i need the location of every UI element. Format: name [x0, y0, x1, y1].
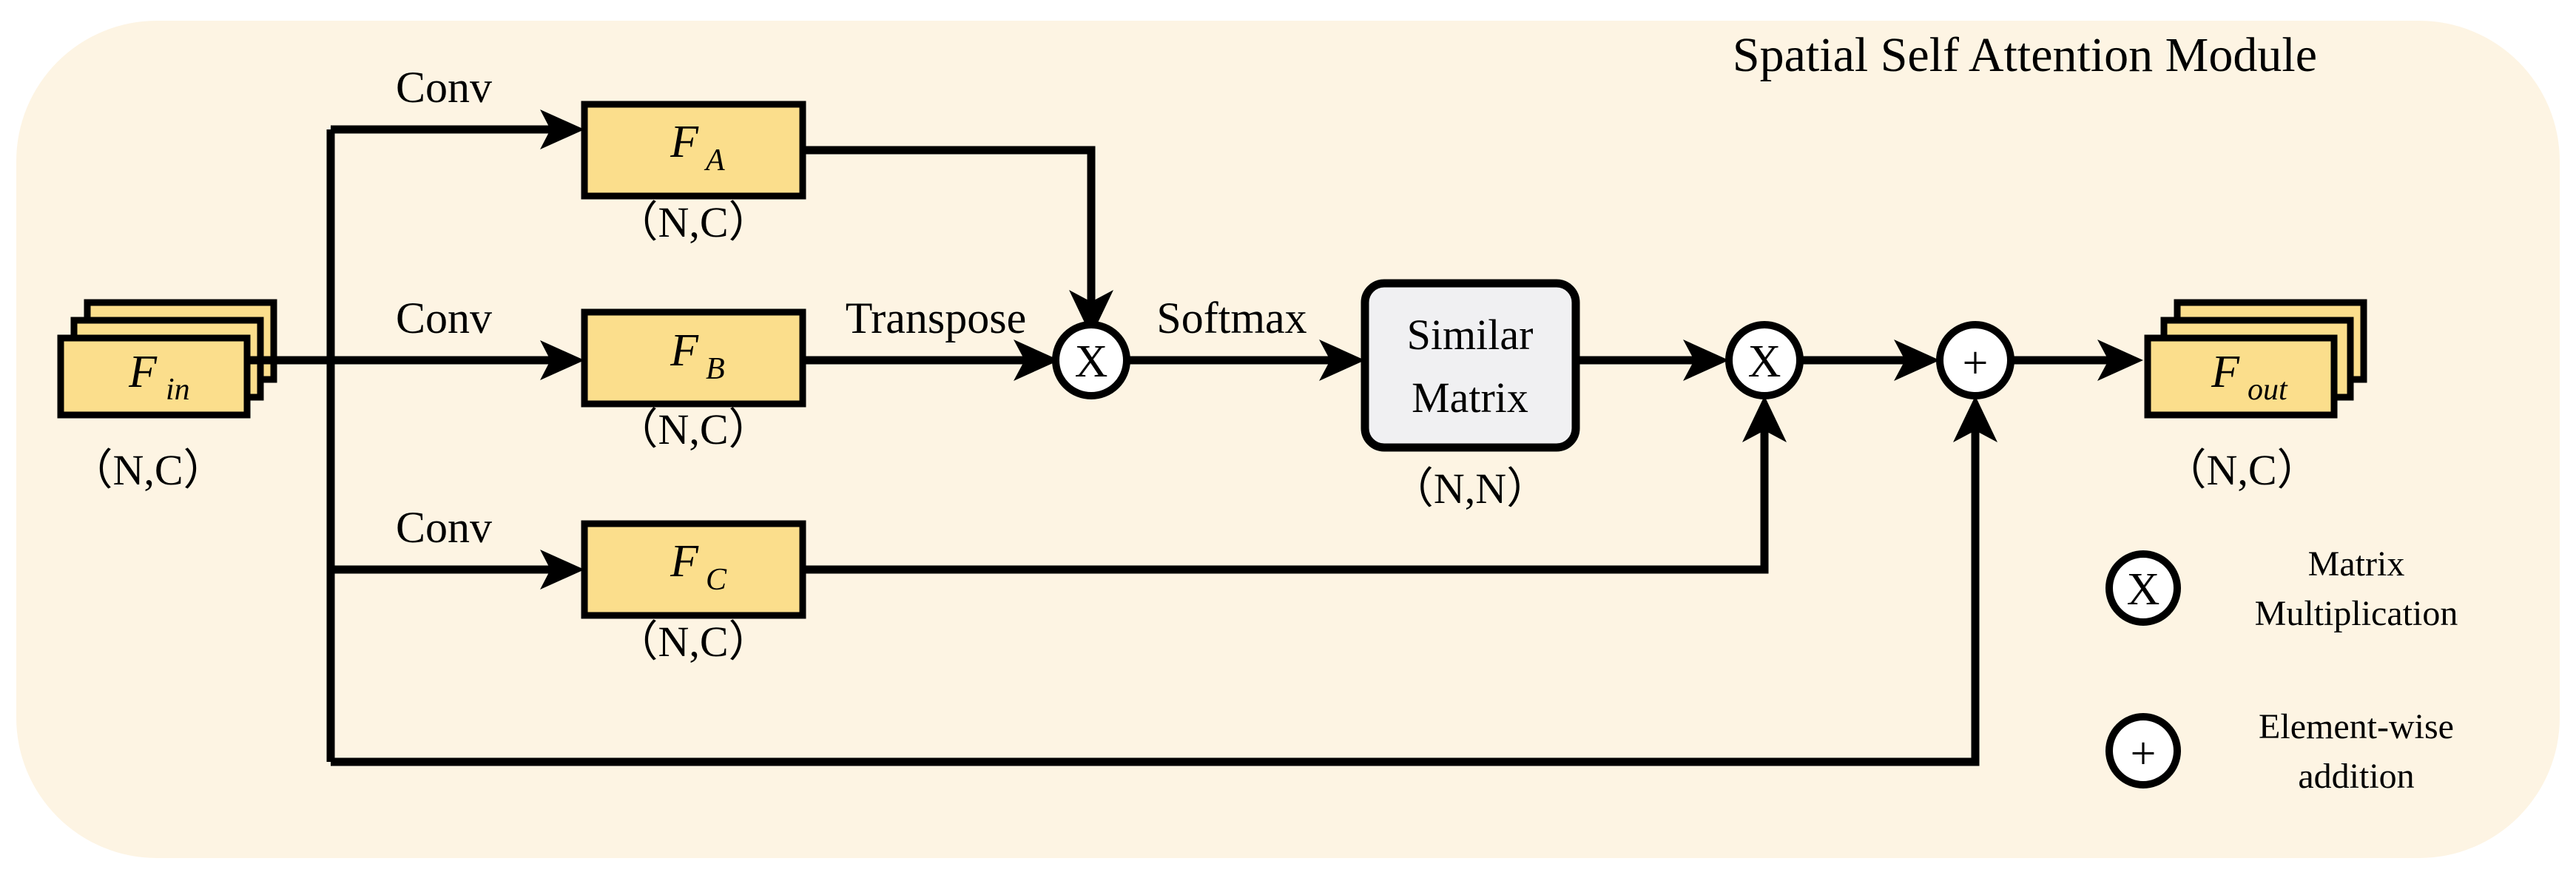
- output-feature-stack: F out: [2144, 299, 2367, 419]
- wire-fc-to-mul2: [803, 419, 1769, 574]
- mul2-symbol: X: [1748, 337, 1781, 387]
- conv-label-b: Conv: [396, 294, 492, 342]
- legend-add-line2: addition: [2298, 757, 2414, 796]
- wire-residual: [331, 419, 1980, 766]
- arrowhead-into-matrix: [1319, 340, 1365, 381]
- conv-label-a: Conv: [396, 63, 492, 112]
- matrix-multiply-node-2: X: [1725, 321, 1804, 399]
- input-feature-stack: F in: [57, 299, 277, 419]
- output-shape-label: （N,C）: [2163, 446, 2319, 494]
- fc-box: [581, 520, 806, 619]
- arrowhead-to-fc: [540, 550, 584, 590]
- fc-label: F: [670, 536, 699, 587]
- legend-add-line1: Element-wise: [2259, 707, 2454, 746]
- page-title: Spatial Self Attention Module: [1733, 28, 2317, 82]
- legend-add-circle: [2105, 713, 2181, 788]
- fc-shape-label: （N,C）: [615, 618, 771, 666]
- fb-label: F: [670, 325, 699, 376]
- arrowhead-fc-into-mul2: [1742, 396, 1787, 442]
- elementwise-add-node: +: [1936, 321, 2014, 399]
- arrowhead-fa-into-mul1: [1069, 290, 1113, 337]
- fb-label-subscript: B: [706, 352, 725, 386]
- input-shape-label: （N,C）: [70, 446, 226, 494]
- fa-shape-label: （N,C）: [615, 198, 771, 246]
- arrowhead-to-fb: [540, 340, 584, 380]
- legend-mul-symbol: X: [2127, 564, 2160, 615]
- arrowhead-residual-into-add: [1953, 396, 1997, 442]
- arrowhead-fb-into-mul1: [1014, 340, 1059, 381]
- arrowhead-into-output: [2097, 340, 2143, 381]
- fa-label-subscript: A: [704, 143, 725, 178]
- mul1-symbol: X: [1075, 337, 1108, 387]
- input-label: F: [128, 347, 158, 397]
- arrowhead-to-fa: [540, 109, 584, 149]
- fb-shape-label: （N,C）: [615, 405, 771, 453]
- wire-fa-to-mul1: [803, 146, 1096, 314]
- softmax-label: Softmax: [1156, 294, 1306, 342]
- legend-item-elementwise-addition: + Element-wise addition: [2105, 707, 2454, 796]
- arrowhead-into-add: [1894, 340, 1940, 381]
- legend-item-matrix-multiplication: X Matrix Multiplication: [2105, 544, 2458, 633]
- add-symbol: +: [1963, 338, 1989, 388]
- module-panel: [16, 21, 2560, 858]
- output-label-subscript: out: [2248, 373, 2288, 407]
- input-stack-layer-1: [57, 334, 251, 419]
- similar-matrix-box: [1361, 279, 1580, 452]
- arrowhead-into-mul2: [1683, 340, 1729, 381]
- fa-box: [581, 101, 806, 200]
- fa-label: F: [670, 117, 699, 167]
- matrix-multiply-node-1: X: [1052, 321, 1130, 399]
- legend-mul-line2: Multiplication: [2255, 594, 2458, 633]
- fc-label-subscript: C: [706, 563, 727, 597]
- legend-mul-circle: [2105, 550, 2181, 626]
- similar-matrix-shape-label: （N,N）: [1391, 465, 1549, 513]
- output-stack-layer-1: [2144, 334, 2338, 419]
- legend-add-symbol: +: [2131, 729, 2157, 779]
- transpose-label: Transpose: [846, 294, 1026, 342]
- legend-mul-line1: Matrix: [2308, 544, 2405, 584]
- conv-label-c: Conv: [396, 503, 492, 552]
- similar-matrix-line1: Similar: [1407, 311, 1534, 359]
- output-label: F: [2211, 347, 2240, 397]
- input-label-subscript: in: [166, 373, 190, 407]
- similar-matrix-line2: Matrix: [1412, 374, 1528, 422]
